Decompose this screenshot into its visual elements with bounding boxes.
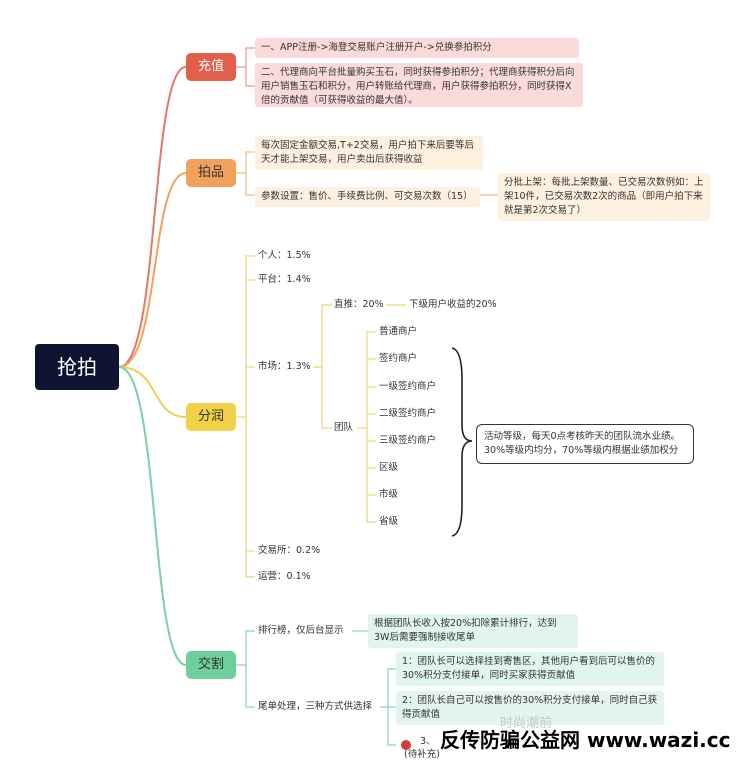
team-level: 二级签约商户	[379, 408, 437, 419]
share-direct: 直推：20%	[334, 299, 384, 310]
bidding-item-1: 每次固定金额交易,T+2交易，用户拍下来后要等后天才能上架交易，用户卖出后获得收…	[255, 136, 483, 170]
branch-delivery: 交割	[186, 651, 236, 679]
bidding-item-2: 参数设置：售价、手续费比例、可交易次数（15）	[255, 187, 480, 207]
team-level: 省级	[379, 516, 399, 527]
recharge-item-2: 二、代理商向平台批量购买玉石，同时获得参拍积分；代理商获得积分后向用户销售玉石和…	[255, 63, 583, 107]
share-platform: 平台：1.4%	[258, 274, 311, 285]
delivery-ranking: 排行榜，仅后台显示	[258, 625, 344, 636]
share-market: 市场：1.3%	[258, 361, 311, 372]
root-node: 抢拍	[35, 344, 119, 390]
watermark: 反传防骗公益网 www.wazi.cc	[440, 728, 731, 752]
share-personal: 个人：1.5%	[258, 250, 311, 261]
record-dot-icon	[401, 740, 411, 750]
team-level: 区级	[379, 462, 399, 473]
share-operation: 运营：0.1%	[258, 571, 311, 582]
recharge-item-1: 一、APP注册->海登交易账户注册开户->兑换参拍积分	[255, 38, 579, 58]
delivery-option-3-pending: (待补充)	[404, 749, 440, 760]
share-team: 团队	[334, 422, 354, 433]
delivery-option-2: 2：团队长自己可以按售价的30%积分支付接单，同时自己获得贡献值	[396, 691, 664, 725]
bidding-param-note: 分批上架：每批上架数量、已交易次数例如：上架10件，已交易次数2次的商品（即用户…	[498, 173, 710, 221]
team-level: 签约商户	[379, 353, 418, 364]
team-level: 市级	[379, 489, 399, 500]
delivery-ranking-note: 根据团队长收入按20%扣除累计排行，达到3W后需要强制接收尾单	[368, 614, 578, 648]
delivery-tail: 尾单处理，三种方式供选择	[258, 701, 373, 712]
team-level: 一级签约商户	[379, 381, 437, 392]
share-exchange: 交易所：0.2%	[258, 545, 321, 556]
share-direct-sub: 下级用户收益的20%	[409, 299, 497, 310]
branch-share: 分润	[186, 403, 236, 431]
team-note: 活动等级，每天0点考核昨天的团队流水业绩。30%等级内均分，70%等级内根据业绩…	[476, 424, 694, 464]
delivery-option-3: 3、	[420, 736, 436, 747]
ghost-watermark: 时尚潮前	[500, 716, 553, 731]
team-level: 普通商户	[379, 326, 418, 337]
delivery-option-1: 1：团队长可以选择挂到寄售区，其他用户看到后可以售价的30%积分支付接单，同时买…	[396, 652, 664, 686]
branch-recharge: 充值	[186, 53, 236, 81]
team-level: 三级签约商户	[379, 435, 437, 446]
branch-bidding: 拍品	[186, 159, 236, 187]
